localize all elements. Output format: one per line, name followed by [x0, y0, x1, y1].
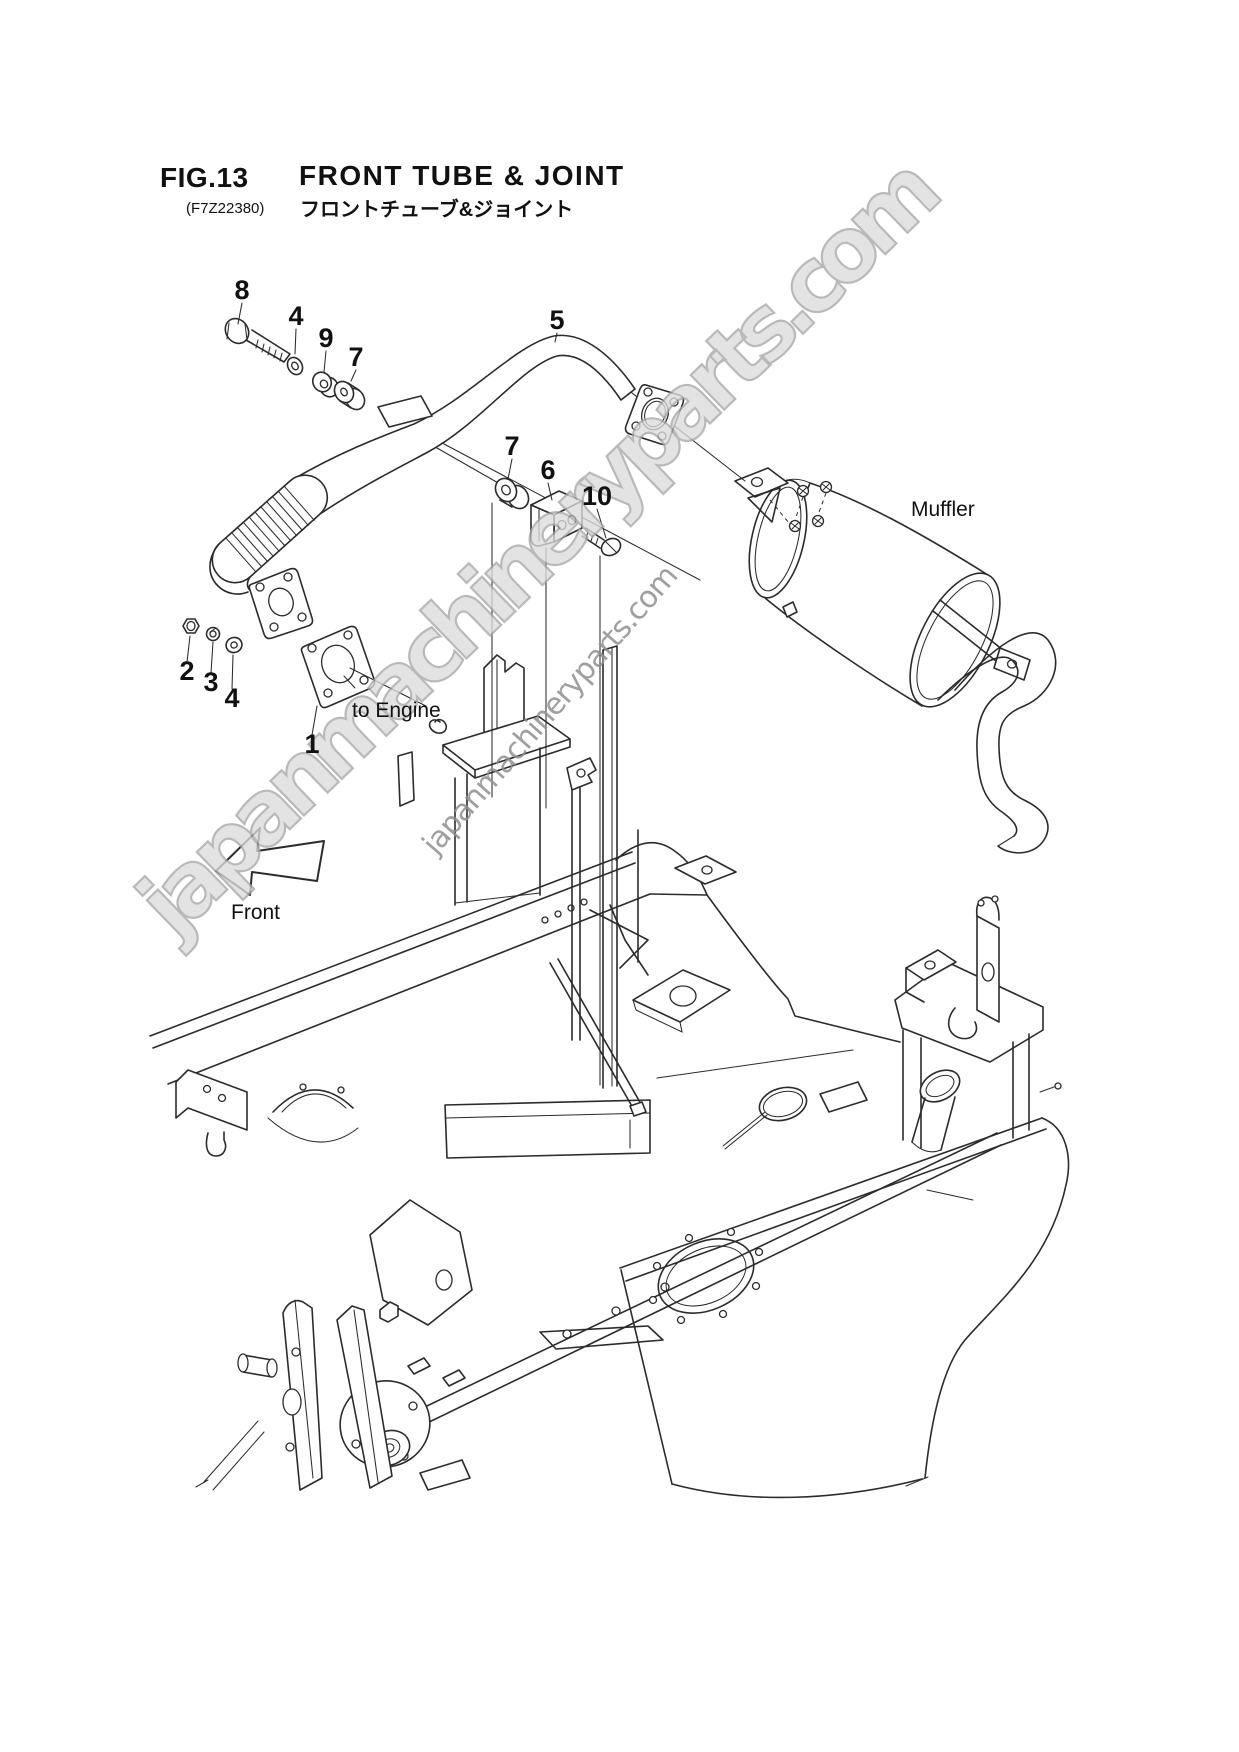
callout-number-10: 10 [582, 481, 612, 511]
washer-part9 [311, 371, 340, 398]
diagram-labels: Muffler to Engine Front [231, 498, 975, 924]
callout-number-1: 1 [304, 729, 319, 759]
bushing-part7-mid [494, 477, 530, 510]
bracket-part6 [530, 490, 583, 547]
callout-number-7: 7 [348, 342, 363, 372]
muffler-drawing [734, 467, 1057, 854]
callout-number-5: 5 [549, 305, 564, 335]
callout-number-2: 2 [179, 656, 194, 686]
muffler-label: Muffler [911, 498, 975, 521]
chassis-frame-drawing [149, 645, 1070, 1499]
front-direction-arrow [215, 827, 325, 896]
muffler-screws [769, 480, 833, 533]
bushing-part7-upper [333, 380, 366, 411]
callout-number-8: 8 [234, 275, 249, 305]
callout-leader-lines [186, 302, 607, 736]
bolt-part8 [224, 317, 291, 363]
front-tube-drawing [182, 317, 746, 1087]
callout-number-9: 9 [318, 323, 333, 353]
callout-number-6: 6 [540, 455, 555, 485]
to-engine-label: to Engine [352, 699, 441, 722]
callout-number-4: 4 [288, 301, 303, 331]
bolt-part10 [581, 527, 622, 557]
callout-number-4: 4 [224, 683, 239, 713]
figure-number: FIG.13 [160, 162, 249, 193]
figure-code: (F7Z22380) [186, 200, 265, 217]
callout-number-3: 3 [203, 667, 218, 697]
callout-number-7: 7 [504, 431, 519, 461]
page-title-japanese: フロントチューブ&ジョイント [300, 199, 574, 221]
page-title: FRONT TUBE & JOINT [299, 160, 625, 191]
front-label: Front [231, 901, 280, 924]
